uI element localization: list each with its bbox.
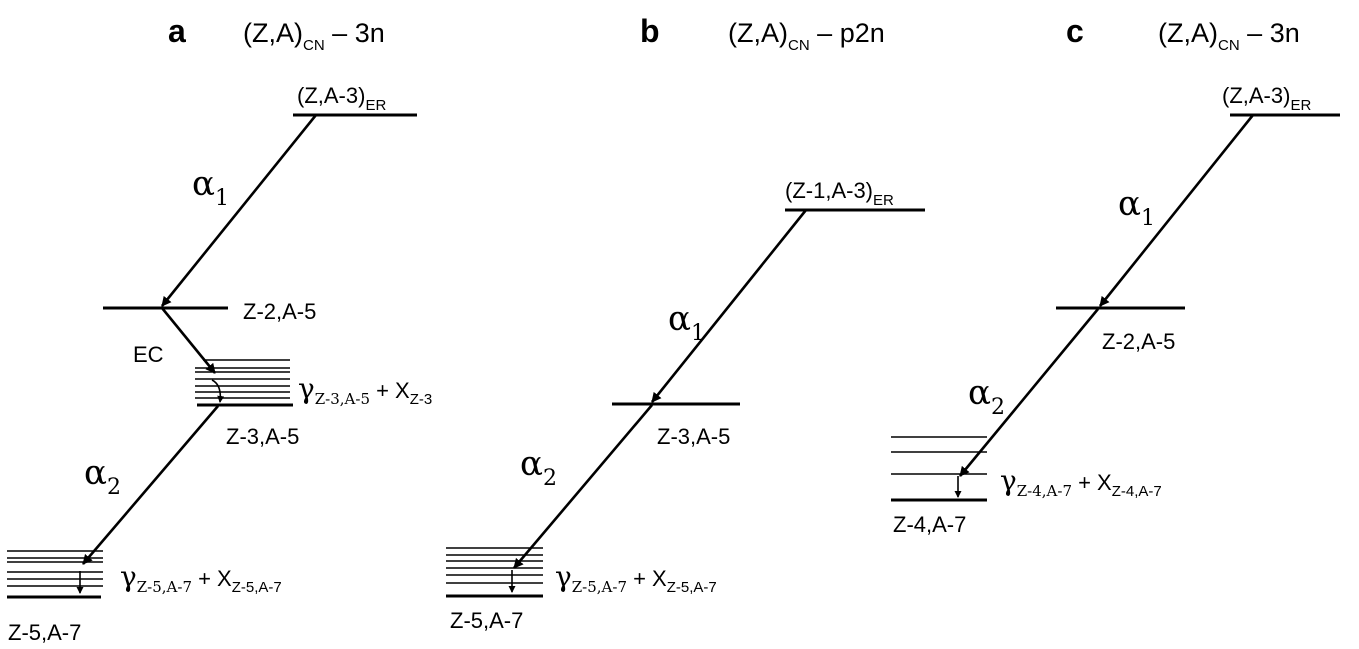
alpha2-arrow (82, 405, 219, 565)
alpha2-arrow (958, 308, 1100, 477)
excited-levels-z5 (7, 550, 103, 599)
panel-title: (Z,A)CN – p2n (728, 18, 885, 54)
alpha2-label: α2 (968, 373, 1005, 420)
level-label: Z-3,A-5 (226, 424, 299, 449)
er-label: (Z,A-3)ER (297, 83, 386, 114)
panel-letter: a (168, 13, 186, 49)
alpha1-label: α1 (192, 164, 229, 211)
er-label: (Z,A-3)ER (1222, 83, 1311, 114)
gamma-x-label: γZ-3,A-5 + XZ-3 (298, 372, 432, 408)
alpha1-arrow (1098, 114, 1255, 307)
alpha2-arrow (513, 404, 653, 569)
level-label: Z-5,A-7 (450, 608, 523, 633)
ec-arrow (160, 307, 217, 374)
level-label: Z-2,A-5 (1102, 329, 1175, 354)
alpha1-label: α1 (1118, 184, 1155, 231)
gamma-x-label: γZ-4,A-7 + XZ-4,A-7 (1000, 464, 1162, 500)
panel-letter: b (640, 13, 660, 49)
alpha2-label: α2 (84, 453, 121, 500)
alpha2-label: α2 (520, 444, 557, 491)
gamma-x-label: γZ-5,A-7 + XZ-5,A-7 (120, 560, 282, 596)
panel-title: (Z,A)CN – 3n (243, 18, 385, 54)
alpha1-arrow (650, 209, 808, 403)
panel-a: a (Z,A)CN – 3n (Z,A-3)ER α1 Z-2,A-5 EC γ… (7, 13, 432, 645)
level-label: Z-4,A-7 (893, 512, 966, 537)
ec-label: EC (133, 342, 164, 367)
panel-title: (Z,A)CN – 3n (1158, 18, 1300, 54)
level-label: Z-3,A-5 (657, 424, 730, 449)
excited-levels-z4 (891, 436, 987, 502)
panel-b: b (Z,A)CN – p2n (Z-1,A-3)ER α1 Z-3,A-5 α… (446, 13, 925, 633)
excited-levels-z5 (446, 547, 543, 598)
er-label: (Z-1,A-3)ER (785, 178, 894, 209)
gamma-x-label: γZ-5,A-7 + XZ-5,A-7 (555, 560, 717, 596)
panel-c: c (Z,A)CN – 3n (Z,A-3)ER α1 Z-2,A-5 α2 γ… (891, 13, 1340, 537)
panel-letter: c (1066, 13, 1084, 49)
excited-levels-z3 (195, 359, 293, 407)
alpha1-label: α1 (668, 299, 705, 346)
level-label: Z-2,A-5 (243, 299, 316, 324)
alpha1-arrow (160, 114, 318, 307)
level-label: Z-5,A-7 (8, 620, 81, 645)
